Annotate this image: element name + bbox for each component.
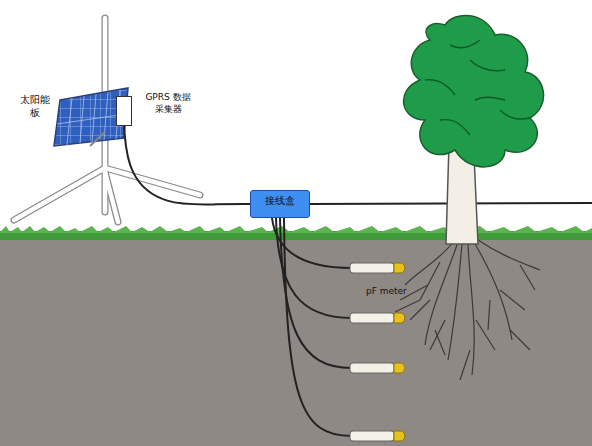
solar-panel-label: 太阳能 板 — [20, 93, 50, 119]
soil — [0, 238, 592, 446]
cable — [124, 126, 250, 205]
junction-box: 接线盒 — [250, 190, 310, 218]
node-label: 接线盒 — [259, 194, 301, 208]
probe-label: pF meter — [366, 286, 407, 297]
probe-wires — [272, 218, 352, 436]
tree — [395, 15, 544, 380]
node-label: GPRS 数据采集器 — [141, 91, 195, 115]
tripod — [14, 18, 200, 222]
data-collector-box: GPRS 数据采集器 — [116, 96, 132, 126]
grass-tufts — [0, 226, 592, 233]
